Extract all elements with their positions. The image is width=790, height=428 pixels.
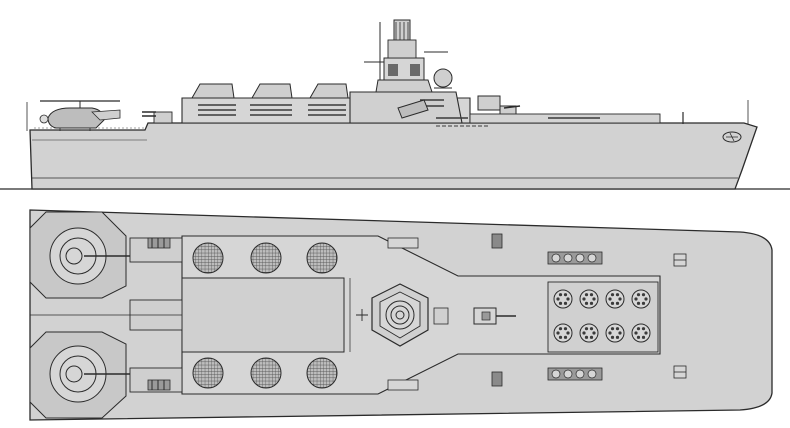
launcher-cell-tube bbox=[641, 327, 646, 331]
vls-hatch bbox=[250, 357, 282, 389]
mast-base-hexagon bbox=[356, 283, 449, 347]
launcher-cell-tube bbox=[592, 297, 596, 301]
launcher-cell-tube bbox=[644, 331, 648, 335]
launcher-cell-tube bbox=[615, 293, 620, 297]
launcher-cell-tube bbox=[558, 335, 563, 339]
launcher-cell-group bbox=[553, 289, 651, 343]
launcher-cell-tube bbox=[636, 293, 641, 297]
launcher-cell bbox=[605, 289, 625, 309]
torpedo-tubes-upper bbox=[547, 251, 603, 265]
helicopter-icon bbox=[39, 100, 121, 131]
launcher-cell-tube bbox=[634, 297, 638, 301]
vls-hatch bbox=[250, 242, 282, 274]
launcher-cell-tube bbox=[556, 297, 560, 301]
launcher-cell-tube bbox=[592, 331, 596, 335]
launcher-cell bbox=[605, 323, 625, 343]
vls-hatch bbox=[192, 242, 224, 274]
launcher-cell-tube bbox=[644, 297, 648, 301]
launcher-cell-tube bbox=[610, 301, 615, 305]
launcher-cell-tube bbox=[615, 335, 620, 339]
missile-launcher bbox=[397, 99, 429, 119]
vls-hatch bbox=[306, 242, 338, 274]
launcher-cell-tube bbox=[610, 327, 615, 331]
forward-gun-turret bbox=[473, 307, 516, 325]
launcher-cell-tube bbox=[589, 327, 594, 331]
launcher-hood-1 bbox=[191, 83, 235, 99]
launcher-cell-tube bbox=[563, 301, 568, 305]
launcher-cell-tube bbox=[610, 293, 615, 297]
launcher-cell bbox=[553, 289, 573, 309]
launcher-cell-tube bbox=[636, 327, 641, 331]
launcher-cell-tube bbox=[558, 293, 563, 297]
launcher-cell-tube bbox=[584, 293, 589, 297]
launcher-cell-tube bbox=[610, 335, 615, 339]
launcher-cell-tube bbox=[589, 335, 594, 339]
launcher-cell bbox=[553, 323, 573, 343]
helipad-aft-upper bbox=[29, 211, 130, 299]
launcher-cell-tube bbox=[615, 327, 620, 331]
launcher-hood-2 bbox=[251, 83, 293, 99]
launcher-cell-tube bbox=[589, 301, 594, 305]
launcher-cell-tube bbox=[582, 297, 586, 301]
launcher-cell bbox=[631, 289, 651, 309]
launcher-cell-tube bbox=[566, 297, 570, 301]
bow-emblem-icon bbox=[722, 131, 742, 143]
aft-fitting-upper bbox=[147, 237, 171, 249]
launcher-cell-tube bbox=[618, 297, 622, 301]
aft-gun-mount bbox=[142, 111, 173, 124]
helipad-aft-lower bbox=[29, 331, 130, 419]
launcher-cell-tube bbox=[556, 331, 560, 335]
launcher-hood-3 bbox=[309, 83, 349, 99]
torpedo-tubes-lower bbox=[547, 367, 603, 381]
launcher-cell-tube bbox=[584, 327, 589, 331]
launcher-cell-tube bbox=[641, 301, 646, 305]
launcher-cell-tube bbox=[608, 297, 612, 301]
launcher-cell-tube bbox=[608, 331, 612, 335]
launcher-cell-tube bbox=[584, 335, 589, 339]
launcher-cell-tube bbox=[636, 301, 641, 305]
launcher-cell-tube bbox=[566, 331, 570, 335]
vls-hatches bbox=[192, 242, 338, 389]
launcher-cell-tube bbox=[558, 327, 563, 331]
hull-side bbox=[29, 122, 758, 190]
launcher-cell-tube bbox=[634, 331, 638, 335]
vls-hatch bbox=[306, 357, 338, 389]
launcher-cell-tube bbox=[558, 301, 563, 305]
top-plan-view bbox=[29, 209, 773, 421]
radome-icon bbox=[433, 68, 453, 88]
launcher-cell-tube bbox=[618, 331, 622, 335]
launcher-cell bbox=[579, 289, 599, 309]
launcher-cell bbox=[579, 323, 599, 343]
launcher-cell-tube bbox=[563, 327, 568, 331]
launcher-cell bbox=[631, 323, 651, 343]
launcher-cell-tube bbox=[582, 331, 586, 335]
launcher-cell-tube bbox=[636, 335, 641, 339]
launcher-cell-tube bbox=[584, 301, 589, 305]
aft-fitting-lower bbox=[147, 379, 171, 391]
launcher-cell-tube bbox=[641, 335, 646, 339]
vls-hatch bbox=[192, 357, 224, 389]
launcher-cell-tube bbox=[641, 293, 646, 297]
launcher-cell-tube bbox=[563, 335, 568, 339]
launcher-cell-tube bbox=[615, 301, 620, 305]
side-elevation-view bbox=[0, 19, 790, 190]
launcher-cell-tube bbox=[563, 293, 568, 297]
launcher-cell-tube bbox=[589, 293, 594, 297]
